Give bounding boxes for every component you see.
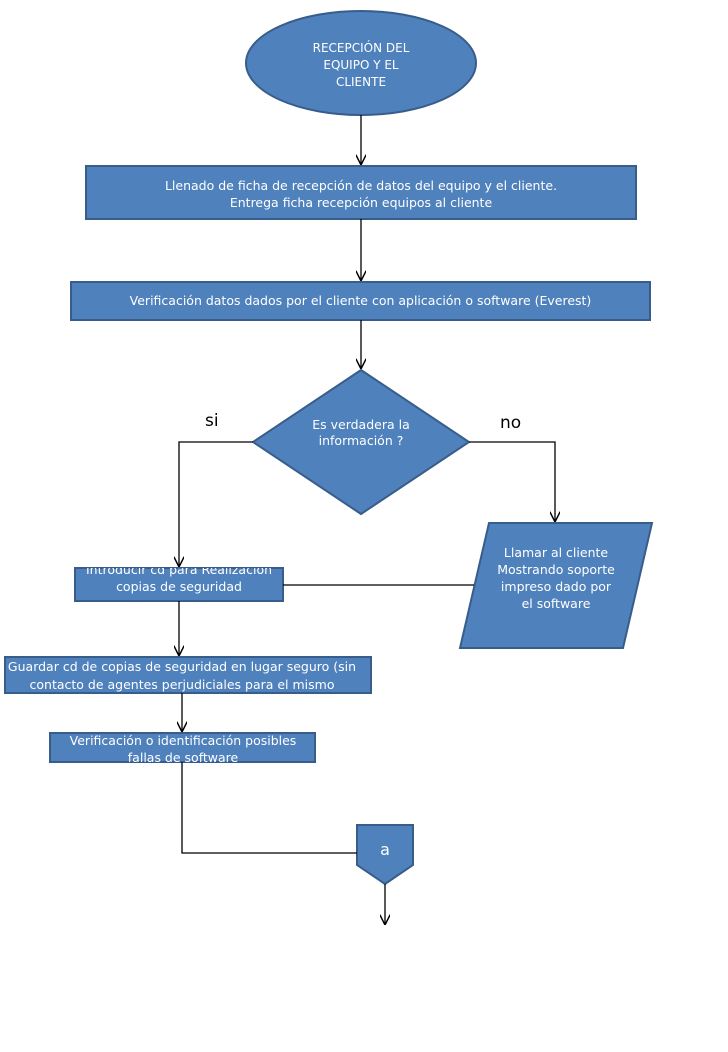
verify-data-box	[70, 281, 651, 321]
store-cd-label-clip: Guardar cd de copias de seguridad en lug…	[0, 657, 371, 693]
arrow-decision-yes	[179, 441, 253, 567]
yes-label: si	[205, 411, 219, 431]
start-label: RECEPCIÓN DEL EQUIPO Y EL CLIENTE	[312, 41, 410, 89]
fill-form-box	[85, 165, 637, 220]
decision-label: Es verdadera la información ?	[312, 417, 410, 448]
call-client-parallelogram	[458, 522, 654, 649]
no-label: no	[500, 413, 522, 433]
verify-failures-label-clip: Verificación o identificación posibles f…	[50, 733, 315, 762]
verify-failures-label: Verificación o identificación posibles f…	[69, 733, 297, 762]
fill-form-label: Llenado de ficha de recepción de datos d…	[164, 178, 558, 210]
arrow-decision-no	[469, 441, 555, 522]
decision-diamond	[251, 368, 471, 516]
verify-data-label: Verificación datos dados por el cliente …	[129, 293, 592, 308]
connector-label: a	[380, 840, 390, 859]
backup-label-clip: Introducir cd para Realización copias de…	[75, 568, 283, 601]
verify-failures-box	[49, 732, 316, 763]
call-client-label: Llamar al cliente Mostrando soporte impr…	[497, 545, 615, 611]
offpage-connector	[356, 824, 414, 886]
store-cd-box	[4, 656, 372, 694]
store-cd-label: Guardar cd de copias de seguridad en lug…	[7, 659, 357, 692]
backup-label: Introducir cd para Realización copias de…	[85, 568, 273, 594]
line-verify-failures-to-connector	[181, 762, 357, 854]
